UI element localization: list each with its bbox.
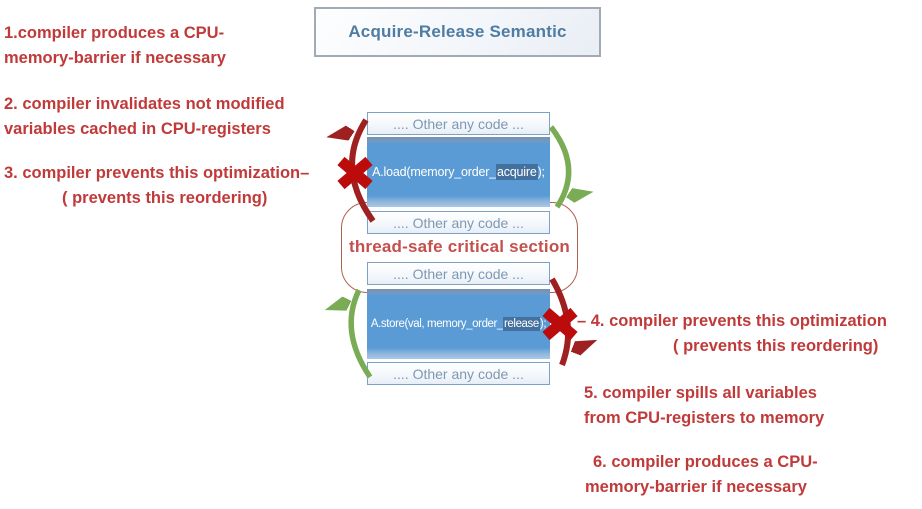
store-suffix: ); <box>539 318 547 330</box>
allowed-reorder-arrow-down-icon <box>548 125 569 209</box>
other-code-label: .... Other any code ... <box>393 265 524 282</box>
note-line: 5. compiler spills all variables <box>584 384 817 402</box>
other-code-label: .... Other any code ... <box>393 365 524 382</box>
note-line: 2. compiler invalidates not modified <box>4 95 285 113</box>
page-title: Acquire-Release Semantic <box>348 22 567 41</box>
note-1: 1.compiler produces a CPU- memory-barrie… <box>4 21 226 71</box>
title-box: Acquire-Release Semantic <box>314 7 601 57</box>
note-5: 5. compiler spills all variables from CP… <box>584 381 824 431</box>
load-highlight: acquire <box>495 164 538 180</box>
store-prefix: A.store(val, memory_order_ <box>370 318 504 330</box>
critical-section-label: thread-safe critical section <box>348 237 570 256</box>
forbidden-x-icon <box>337 156 373 190</box>
other-code-box-bottom: .... Other any code ... <box>367 362 550 385</box>
load-suffix: ); <box>537 165 545 179</box>
other-code-box-lower-mid: .... Other any code ... <box>367 262 550 285</box>
note-line: memory-barrier if necessary <box>4 49 226 67</box>
note-line: 1.compiler produces a CPU- <box>4 24 225 42</box>
store-instruction-box: A.store(val, memory_order_release); <box>367 289 550 359</box>
note-line: 6. compiler produces a CPU- <box>593 453 818 471</box>
note-line: variables cached in CPU-registers <box>4 120 271 138</box>
load-instruction-text: A.load(memory_order_acquire); <box>372 164 545 180</box>
note-line: 3. compiler prevents this optimization– <box>4 164 310 182</box>
note-6: 6. compiler produces a CPU- memory-barri… <box>585 450 818 500</box>
note-line: ( prevents this reordering) <box>673 337 879 355</box>
note-line: from CPU-registers to memory <box>584 409 825 427</box>
other-code-box-top: .... Other any code ... <box>367 112 550 135</box>
note-line: memory-barrier if necessary <box>585 478 807 496</box>
note-4: – 4. compiler prevents this optimization… <box>577 309 887 359</box>
other-code-label: .... Other any code ... <box>393 115 524 132</box>
other-code-label: .... Other any code ... <box>393 214 524 231</box>
load-instruction-box: A.load(memory_order_acquire); <box>367 137 550 207</box>
forbidden-x-icon <box>542 307 578 341</box>
store-instruction-text: A.store(val, memory_order_release); <box>370 317 547 331</box>
note-line: – 4. compiler prevents this optimization <box>577 312 887 330</box>
other-code-box-upper-mid: .... Other any code ... <box>367 211 550 234</box>
note-line: ( prevents this reordering) <box>62 189 268 207</box>
store-highlight: release <box>502 317 540 331</box>
load-prefix: A.load(memory_order_ <box>372 165 496 179</box>
note-3: 3. compiler prevents this optimization– … <box>4 161 309 211</box>
note-2: 2. compiler invalidates not modified var… <box>4 92 285 142</box>
